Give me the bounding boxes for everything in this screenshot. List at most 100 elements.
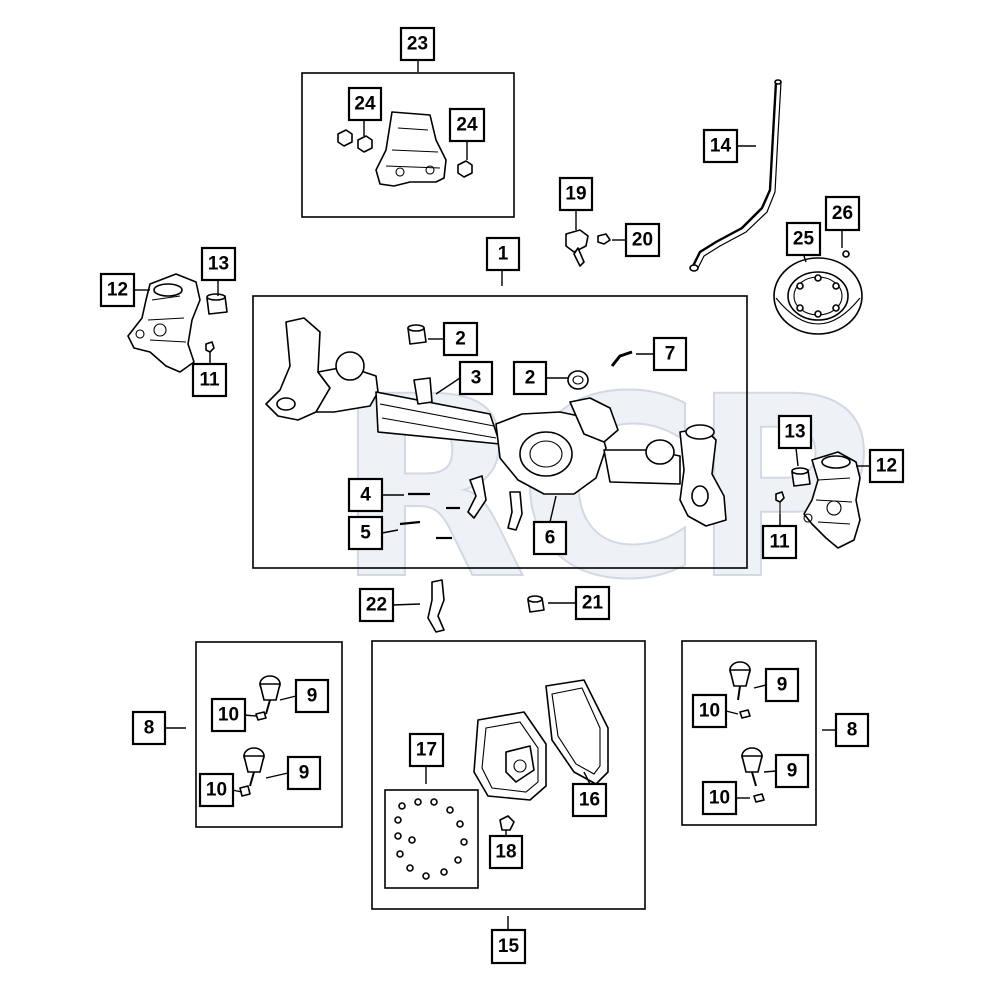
ball-joint-lower-right <box>741 747 765 803</box>
callout-2-lower-label: 2 <box>525 368 536 389</box>
callout-5[interactable]: 5 <box>347 515 384 551</box>
nut-21-part <box>527 595 545 613</box>
callout-11-right[interactable]: 11 <box>761 524 798 560</box>
callout-3[interactable]: 3 <box>458 360 494 396</box>
callout-2-upper-label: 2 <box>455 329 466 350</box>
bracket-22-part <box>427 579 445 633</box>
callout-10-left-upper-label: 10 <box>218 705 239 726</box>
callout-12-right-label: 12 <box>876 456 897 477</box>
callout-17-label: 17 <box>416 740 437 761</box>
callout-24-left-label: 24 <box>354 94 376 115</box>
callout-9-left-lower-label: 9 <box>299 763 310 784</box>
callout-10-right-upper-label: 10 <box>699 701 720 722</box>
callout-10-right-upper[interactable]: 10 <box>691 693 728 729</box>
callout-10-left-lower[interactable]: 10 <box>198 772 235 808</box>
sensor-part <box>565 229 611 267</box>
ball-joint-upper-right <box>729 661 751 719</box>
ball-joint-lower-left <box>239 747 265 797</box>
fill-plug-18-part <box>499 815 515 831</box>
bolt-11-right <box>775 491 785 514</box>
callout-23[interactable]: 23 <box>399 26 436 62</box>
group-box-17 <box>384 789 479 889</box>
callout-26[interactable]: 26 <box>824 195 861 232</box>
callout-24-left[interactable]: 24 <box>347 86 383 122</box>
callout-13-right[interactable]: 13 <box>777 414 813 450</box>
callout-25-label: 25 <box>793 229 815 250</box>
callout-11-right-label: 11 <box>769 532 790 553</box>
callout-16-label: 16 <box>579 790 600 811</box>
callout-15-label: 15 <box>498 936 520 957</box>
callout-8-left[interactable]: 8 <box>131 710 167 746</box>
callout-9-right-lower[interactable]: 9 <box>774 753 810 789</box>
callout-4[interactable]: 4 <box>347 477 384 513</box>
callout-2-lower[interactable]: 2 <box>512 360 548 396</box>
callout-9-right-upper[interactable]: 9 <box>764 667 800 703</box>
callout-10-left-upper[interactable]: 10 <box>210 697 247 733</box>
callout-17[interactable]: 17 <box>408 732 445 768</box>
callout-9-left-lower[interactable]: 9 <box>286 755 322 791</box>
callout-8-right[interactable]: 8 <box>834 712 870 748</box>
callout-21[interactable]: 21 <box>574 585 611 621</box>
callout-14-label: 14 <box>710 136 732 157</box>
callout-11-left[interactable]: 11 <box>191 362 228 398</box>
callout-25[interactable]: 25 <box>785 221 822 257</box>
differential-cover-part <box>473 711 547 801</box>
bolt-24-left <box>337 129 373 153</box>
bolt-set-17-part <box>394 798 468 880</box>
bolt-24-right <box>457 160 473 178</box>
callout-23-label: 23 <box>407 34 428 55</box>
callout-22-label: 22 <box>366 595 387 616</box>
callout-24-right-label: 24 <box>456 115 478 136</box>
callout-19-label: 19 <box>565 184 586 205</box>
bushing-13-left <box>206 293 228 315</box>
callout-6-label: 6 <box>545 528 556 549</box>
callout-26-label: 26 <box>832 203 853 224</box>
callout-9-right-lower-label: 9 <box>787 761 798 782</box>
callout-19[interactable]: 19 <box>558 176 594 212</box>
callout-22[interactable]: 22 <box>358 587 395 623</box>
group-box-23 <box>301 72 515 218</box>
bushing-13-right <box>791 467 811 487</box>
group-box-1 <box>252 295 748 569</box>
callout-21-label: 21 <box>582 593 604 614</box>
callout-8-right-label: 8 <box>847 720 858 741</box>
callout-15[interactable]: 15 <box>490 928 527 965</box>
differential-gasket-part <box>545 679 609 785</box>
callout-13-left[interactable]: 13 <box>200 246 237 282</box>
callout-12-right[interactable]: 12 <box>868 448 905 484</box>
callout-1-label: 1 <box>498 244 509 265</box>
ball-joint-upper-left <box>255 675 281 721</box>
callout-18-label: 18 <box>495 842 516 863</box>
callout-10-right-lower-label: 10 <box>709 788 730 809</box>
callout-12-left[interactable]: 12 <box>99 272 136 308</box>
callout-11-left-label: 11 <box>199 370 220 391</box>
callout-5-label: 5 <box>360 523 371 544</box>
steering-knuckle-right <box>803 451 861 549</box>
callout-6[interactable]: 6 <box>532 520 568 556</box>
callout-16[interactable]: 16 <box>571 782 608 818</box>
callout-4-label: 4 <box>360 485 371 506</box>
callout-13-right-label: 13 <box>784 422 805 443</box>
callout-9-right-upper-label: 9 <box>777 675 788 696</box>
callout-24-right[interactable]: 24 <box>448 107 486 143</box>
skid-bracket-part <box>375 111 447 187</box>
callout-20[interactable]: 20 <box>624 222 661 258</box>
group-box-15 <box>371 640 646 910</box>
callout-20-label: 20 <box>632 230 653 251</box>
callout-10-right-lower[interactable]: 10 <box>701 780 738 816</box>
tone-ring-part <box>773 250 863 335</box>
callout-2-upper[interactable]: 2 <box>442 321 479 357</box>
group-box-8-right <box>681 640 817 826</box>
callout-7[interactable]: 7 <box>652 336 688 372</box>
group-box-8-left <box>195 641 343 828</box>
callout-8-left-label: 8 <box>144 718 155 739</box>
callout-3-label: 3 <box>471 368 482 389</box>
callout-9-left-upper[interactable]: 9 <box>294 678 330 714</box>
callout-18[interactable]: 18 <box>488 834 524 870</box>
axle-housing-part <box>265 317 727 540</box>
callout-14[interactable]: 14 <box>702 128 739 164</box>
callout-12-left-label: 12 <box>107 280 128 301</box>
vent-tube-part <box>689 79 782 272</box>
callout-1[interactable]: 1 <box>485 236 521 272</box>
